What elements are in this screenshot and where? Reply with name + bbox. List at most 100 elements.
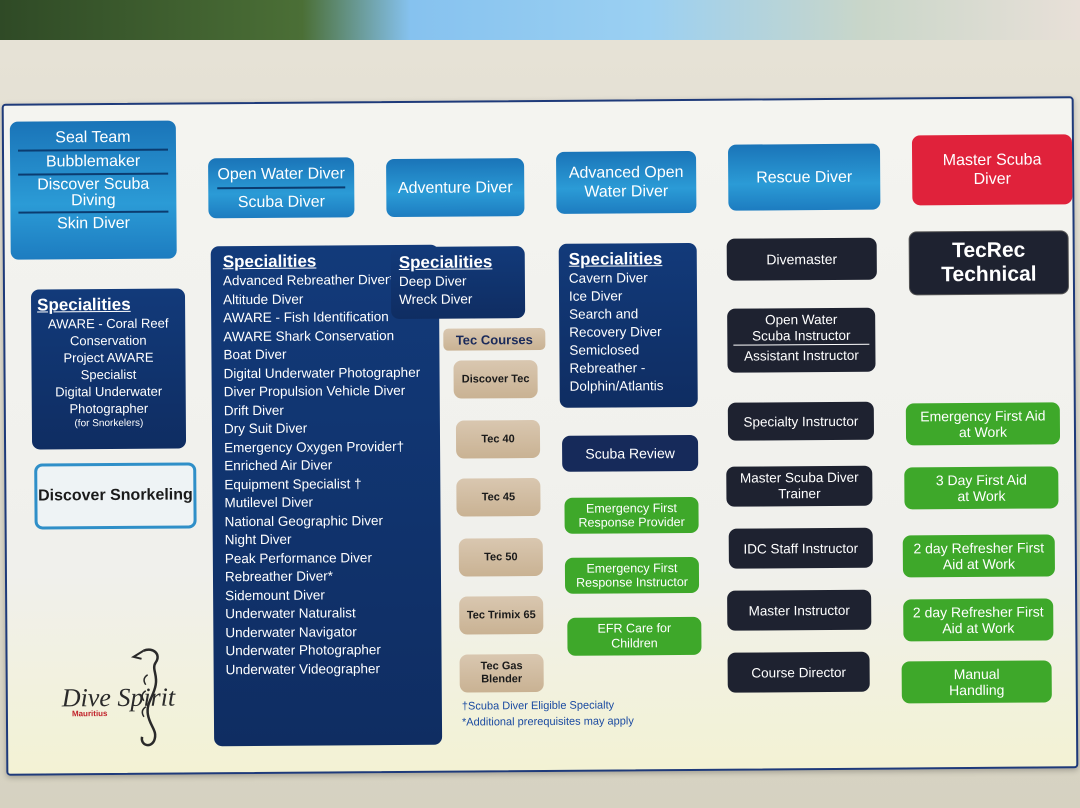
msdt-box: Master Scuba Diver Trainer [726,465,873,507]
efr-instructor-label: Emergency First Response Instructor [576,561,688,590]
refresher-label-1: 2 day Refresher First Aid at Work [913,539,1045,573]
col1-spec-1: AWARE - Coral Reef Conservation [47,315,169,349]
advanced-open-water-header: Advanced Open Water Diver [556,150,697,214]
scuba-review-label: Scuba Review [585,445,675,462]
note-eligible-specialty: †Scuba Diver Eligible Specialty [461,699,615,713]
three-day-first-aid-box: 3 Day First Aid at Work [904,466,1059,510]
specialty-instructor-label: Specialty Instructor [743,413,859,430]
col3-spec-wreck: Wreck Diver [398,291,473,307]
col1-spec-2: Project AWARE Specialist [63,349,154,383]
col4-specialities: Specialities Cavern Diver Ice Diver Sear… [558,242,698,408]
refresher-label-2: 2 day Refresher First Aid at Work [912,603,1044,637]
master-instructor-box: Master Instructor [727,589,872,631]
col2-speciality-item: Enriched Air Diver [224,457,333,474]
note-prerequisites: *Additional prerequisites may apply [461,715,634,729]
col4-spec-search: Search and Recovery Diver [569,306,662,340]
col2-speciality-item: Drift Diver [223,402,284,418]
course-discover-scuba: Discover Scuba Diving [18,174,169,214]
master-instructor-label: Master Instructor [748,602,850,619]
col2-speciality-item: Emergency Oxygen Provider† [224,438,405,455]
manual-handling-box: Manual Handling [901,660,1052,704]
efr-provider-label: Emergency First Response Provider [578,501,685,530]
idc-staff-box: IDC Staff Instructor [728,527,873,569]
col2-specialities: Specialities Advanced Rebreather Diver*A… [210,244,443,747]
entry-course-stack: Seal Team Bubblemaker Discover Scuba Div… [9,120,177,260]
discover-snorkeling-box: Discover Snorkeling [34,462,197,530]
divemaster-box: Divemaster [726,237,877,281]
col1-specialities-title: Specialities [37,294,131,315]
padi-course-poster: Seal Team Bubblemaker Discover Scuba Div… [1,96,1079,776]
col4-spec-cavern: Cavern Diver [568,270,648,286]
col4-specialities-title: Specialities [568,249,663,269]
emergency-first-aid-label: Emergency First Aid at Work [920,407,1046,441]
col1-spec-3: Digital Underwater Photographer [55,383,163,417]
assistant-instructor-label: Assistant Instructor [743,347,859,364]
specialty-instructor-box: Specialty Instructor [727,401,875,441]
course-director-label: Course Director [751,664,846,681]
three-day-first-aid-label: 3 Day First Aid at Work [935,471,1027,505]
tec-gas-blender: Tec Gas Blender [459,653,544,693]
col3-specialities: Specialities Deep Diver Wreck Diver [390,246,526,320]
divemaster-label: Divemaster [766,250,838,268]
col2-speciality-item: Underwater Navigator [225,623,357,640]
refresher-box-2: 2 day Refresher First Aid at Work [903,598,1054,642]
tec-45: Tec 45 [456,477,541,517]
col2-speciality-item: Sidemount Diver [225,587,325,603]
col3-specialities-title: Specialities [398,252,493,272]
course-seal-team: Seal Team [17,126,168,152]
owsi-label: Open Water Scuba Instructor [733,311,870,346]
adventure-diver-label: Adventure Diver [397,178,513,197]
master-scuba-diver-header: Master Scuba Diver [911,134,1073,206]
col4-spec-semiclosed: Semiclosed Rebreather - Dolphin/Atlantis [569,342,664,394]
logo-place: Mauritius [71,709,108,719]
course-director-box: Course Director [727,651,870,693]
course-bubblemaker: Bubblemaker [18,150,169,176]
tec-45-label: Tec 45 [481,491,516,504]
col1-spec-note: (for Snorkelers) [74,417,144,430]
col2-speciality-item: Night Diver [224,531,292,548]
owsi-box: Open Water Scuba Instructor Assistant In… [727,307,876,373]
refresher-box-1: 2 day Refresher First Aid at Work [902,534,1055,578]
scuba-diver-label: Scuba Diver [237,192,325,211]
col2-speciality-item: Boat Diver [223,346,287,363]
col2-speciality-item: Rebreather Diver* [224,568,334,585]
open-water-header: Open Water Diver Scuba Diver [208,157,355,219]
adventure-diver-header: Adventure Diver [386,158,525,218]
col3-spec-deep: Deep Diver [398,273,467,289]
manual-handling-label: Manual Handling [949,665,1005,699]
msdt-label: Master Scuba Diver Trainer [739,469,859,502]
tecrec-label: TecRec [952,238,1026,263]
efr-provider-box: Emergency First Response Provider [564,496,699,534]
tec-gas-blender-label: Tec Gas Blender [480,660,523,686]
tec-trimix-65: Tec Trimix 65 [459,595,544,635]
col2-speciality-item: National Geographic Diver [224,512,383,529]
tec-50: Tec 50 [458,537,543,577]
dive-spirit-logo: Dive Spirit Mauritius [57,644,218,755]
col2-speciality-item: AWARE Shark Conservation [223,327,395,344]
emergency-first-aid-box: Emergency First Aid at Work [905,402,1061,446]
discover-snorkeling-label: Discover Snorkeling [37,486,193,505]
tec-40-label: Tec 40 [481,433,515,446]
tec-trimix-label: Tec Trimix 65 [466,609,536,622]
tec-discover: Discover Tec [453,360,538,399]
rescue-diver-label: Rescue Diver [756,168,853,186]
tec-courses-label: Tec Courses [455,331,533,348]
col2-speciality-item: Digital Underwater Photographer [223,364,421,381]
col2-speciality-item: Underwater Photographer [225,642,381,659]
efr-instructor-box: Emergency First Response Instructor [564,556,700,594]
scuba-review-box: Scuba Review [561,434,699,472]
seahorse-icon [130,648,159,747]
col2-specialities-list: Advanced Rebreather Diver*Altitude Diver… [223,271,430,679]
efr-children-label: EFR Care for Children [597,621,672,651]
col2-speciality-item: Equipment Specialist † [224,475,362,492]
rescue-diver-header: Rescue Diver [727,143,881,211]
course-skin-diver: Skin Diver [56,214,131,233]
open-water-diver-label: Open Water Diver [217,163,345,189]
tecrec-box: TecRec Technical [908,230,1070,296]
technical-label: Technical [941,262,1037,287]
col2-speciality-item: Peak Performance Diver [224,549,372,566]
advanced-open-water-label: Advanced Open Water Diver [568,163,684,201]
col4-spec-ice: Ice Diver [568,288,623,304]
col2-speciality-item: Underwater Naturalist [225,605,356,622]
col2-speciality-item: Diver Propulsion Vehicle Diver [223,382,406,400]
